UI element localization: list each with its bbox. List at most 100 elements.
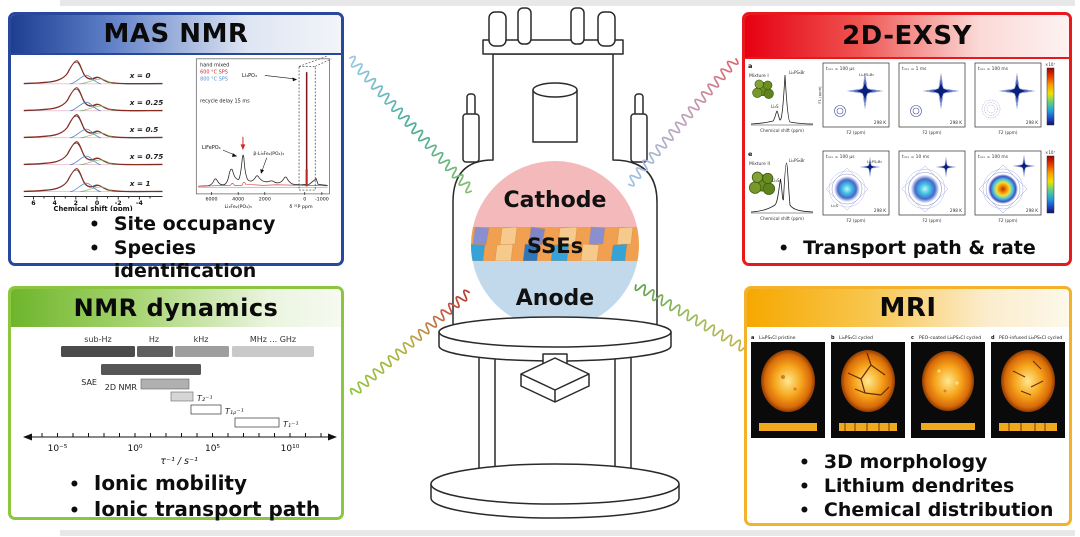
mri-title: MRI bbox=[879, 293, 937, 323]
stack-label-x1: x = 1 bbox=[129, 179, 151, 188]
mri-image-label: PEO-infused Li₆PS₅Cl cycled bbox=[999, 335, 1062, 341]
band-label-khz: kHz bbox=[194, 335, 209, 344]
inset-zoom-link-lines bbox=[298, 55, 332, 67]
stack-label-x075: x = 0.75 bbox=[129, 152, 164, 161]
mix-time-label: tₘᵢₓ = 100 ms bbox=[978, 154, 1009, 160]
magnet-stand bbox=[430, 316, 680, 519]
exsy-bullet-1: Transport path & rate bbox=[803, 237, 1036, 259]
exsy-subplot-a: a Mixture I Li₆PS₅Br Li₂S Chemical shift… bbox=[748, 62, 814, 133]
exsy-bullet-list: •Transport path & rate bbox=[745, 237, 1069, 261]
timescale-tick-1e-5: 10⁻⁵ bbox=[48, 444, 68, 454]
inset-ann-top: Li₃PO₄ bbox=[242, 73, 257, 79]
mri-image-row: a Li₆PS₅Cl pristine b Li₆PS₅Cl cycled c bbox=[751, 335, 1065, 438]
exsy-subplot-e: e Mixture II Li₆PS₅Br Li₂S Chemical shif… bbox=[748, 150, 814, 221]
top-stub-2 bbox=[517, 7, 532, 45]
spectrum-trace bbox=[750, 74, 814, 125]
f2-axis-label: F2 (ppm) bbox=[846, 130, 865, 135]
bullet-icon: • bbox=[799, 477, 810, 497]
inset-trace-red bbox=[198, 181, 328, 187]
mri-bullet-list: •3D morphology •Lithium dendrites •Chemi… bbox=[799, 451, 1053, 523]
stack-xtick: 6 bbox=[31, 200, 36, 207]
method-bar-sae bbox=[101, 364, 201, 375]
subplot-letter: d bbox=[991, 335, 995, 341]
mix-time-label: tₘᵢₓ = 100 μs bbox=[826, 154, 855, 160]
mri-image-pristine: a Li₆PS₅Cl pristine bbox=[751, 335, 825, 438]
spectrum-xlabel: Chemical shift (ppm) bbox=[760, 216, 804, 221]
mas-nmr-header: MAS NMR bbox=[11, 15, 341, 55]
peak-label: Li₆PS₅Br bbox=[789, 70, 805, 75]
peak-label: Li₂S bbox=[771, 104, 779, 109]
band-label-hz: Hz bbox=[149, 335, 159, 344]
mas-stacked-spectra-chart: x = 0 x = 0.25 x = 0.5 x = 0.75 x = 1 6 … bbox=[23, 60, 164, 211]
top-stub-3 bbox=[570, 7, 585, 45]
mri-image-label: Li₆PS₅Cl pristine bbox=[759, 335, 796, 341]
sse-label: SSEs bbox=[527, 234, 583, 258]
mri-image-peo-coated: c PEO-coated Li₆PS₅Cl cycled bbox=[911, 335, 985, 438]
inset-xlabel: δ ³¹P ppm bbox=[289, 204, 313, 210]
f2-axis-label: F2 (ppm) bbox=[846, 218, 865, 223]
top-stub-4 bbox=[597, 11, 616, 47]
timescale-tick-1e10: 10¹⁰ bbox=[281, 444, 300, 454]
temp-label: 298 K bbox=[1026, 208, 1038, 213]
method-label-t2: T₂⁻¹ bbox=[197, 394, 213, 403]
down-arrow-edge bbox=[520, 373, 590, 402]
exsy-colorbar-top: ×10⁷ bbox=[1045, 62, 1055, 126]
panel-2d-exsy: 2D-EXSY bbox=[742, 12, 1072, 266]
inset-legend-0: hand mixed bbox=[200, 62, 229, 68]
inset-legend-2: 800 °C SPS bbox=[200, 77, 228, 83]
stack-x-axis bbox=[23, 196, 163, 200]
mix-time-label: tₘᵢₓ = 1 ms bbox=[902, 66, 927, 72]
flange-top bbox=[438, 316, 672, 348]
inset-note: recycle delay 15 ms bbox=[200, 99, 250, 105]
bullet-icon: • bbox=[799, 453, 810, 473]
temp-label: 298 K bbox=[950, 208, 962, 213]
sample-label: Mixture II bbox=[749, 161, 770, 167]
exsy-subplot-g: g tₘᵢₓ = 10 ms 298 K F2 (ppm) bbox=[898, 150, 966, 223]
band-bar-khz bbox=[175, 346, 229, 357]
colorbar-scale-label: ×10⁷ bbox=[1045, 62, 1055, 67]
sample-label: Mixture I bbox=[749, 73, 769, 79]
peak-label: Li₂S bbox=[772, 178, 780, 183]
colorbar-scale-label: ×10⁷ bbox=[1045, 150, 1055, 155]
spectrum-trace bbox=[750, 162, 814, 213]
method-label-sae: SAE bbox=[81, 378, 97, 387]
subplot-letter: c bbox=[911, 335, 914, 341]
spectrum-xlabel: Chemical shift (ppm) bbox=[760, 128, 804, 133]
sample-tube bbox=[532, 89, 578, 143]
bottom-divider bbox=[60, 530, 1075, 536]
top-stub-1 bbox=[488, 11, 507, 47]
left-port bbox=[462, 113, 480, 163]
method-label-t1: T₁⁻¹ bbox=[283, 420, 299, 429]
top-plate bbox=[482, 39, 624, 55]
subplot-letter: b bbox=[831, 335, 835, 341]
dynamics-bullet-list: •Ionic mobility •Ionic transport path bbox=[69, 471, 320, 523]
exsy-subplot-f: f tₘᵢₓ = 100 μs Li₆PS₅Br Li₂S 298 K F2 (… bbox=[822, 150, 890, 223]
mri-image-peo-infused: d PEO-infused Li₆PS₅Cl cycled bbox=[991, 335, 1065, 438]
cathode-label: Cathode bbox=[504, 188, 607, 213]
band-bar-mhzghz bbox=[232, 346, 314, 357]
timescale-axis bbox=[29, 433, 331, 438]
mri-bullet-3: Chemical distribution bbox=[823, 499, 1054, 521]
sse-grain-tiles bbox=[471, 226, 634, 262]
method-bar-t1rho bbox=[190, 404, 222, 415]
bullet-icon: • bbox=[69, 501, 80, 521]
f2-axis-label: F2 (ppm) bbox=[998, 130, 1017, 135]
f1-axis-label: F1 (ppm) bbox=[817, 86, 822, 104]
inset-xtick: 6000 bbox=[205, 197, 217, 203]
inset-xtick: 2000 bbox=[259, 197, 271, 203]
inset-ann-bottom: Li₃Fe₂(PO₄)₃ bbox=[225, 204, 252, 210]
inset-xtick: 0 bbox=[303, 197, 306, 203]
dynamics-bullet-2: Ionic transport path bbox=[93, 497, 321, 521]
mri-header: MRI bbox=[747, 289, 1069, 327]
band-bar-subhz bbox=[61, 346, 135, 357]
mri-image-cycled: b Li₆PS₅Cl cycled bbox=[831, 335, 905, 438]
inset-trace-black bbox=[198, 154, 328, 187]
f2-axis-label: F2 (ppm) bbox=[922, 130, 941, 135]
nmr-dynamics-title: NMR dynamics bbox=[73, 294, 279, 322]
exsy-figure-grid: a Mixture I Li₆PS₅Br Li₂S Chemical shift… bbox=[748, 62, 1055, 223]
temp-label: 298 K bbox=[1026, 120, 1038, 125]
peak-label: Li₆PS₅Br bbox=[859, 72, 875, 77]
mix-time-label: tₘᵢₓ = 100 ms bbox=[978, 66, 1009, 72]
peak-label: Li₂S bbox=[831, 203, 839, 208]
stack-xtick: -4 bbox=[136, 200, 144, 207]
